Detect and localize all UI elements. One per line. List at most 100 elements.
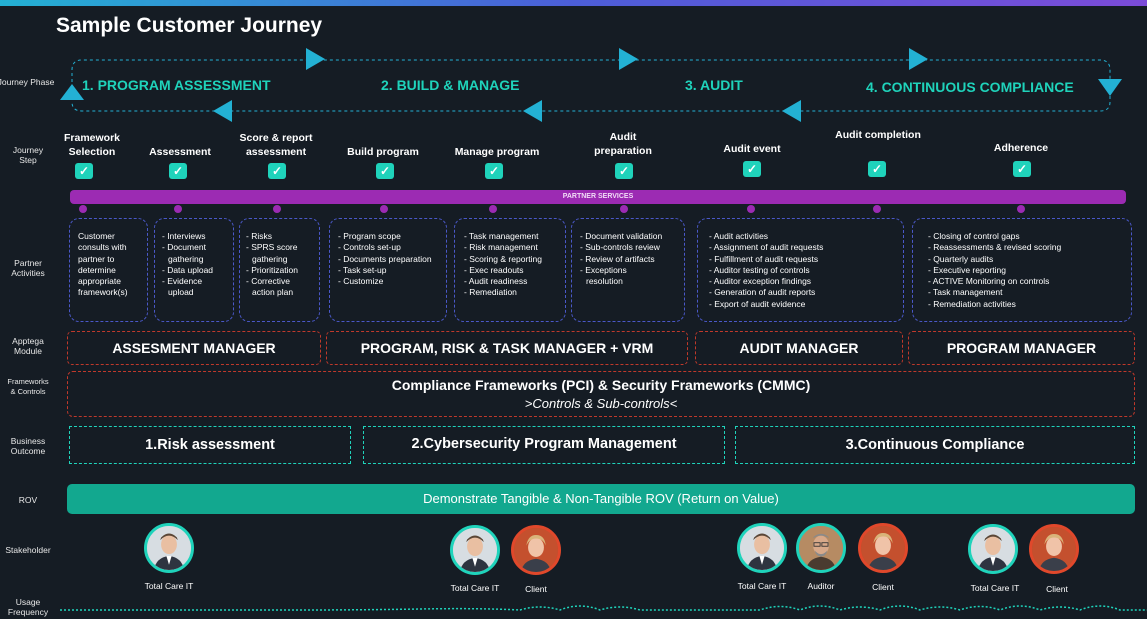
stakeholder-label-client: Client: [872, 582, 894, 592]
activity-line: - Sub-controls review: [580, 242, 660, 253]
activity-line: - Auditor testing of controls: [709, 264, 810, 275]
step-build-program: Build program: [347, 146, 419, 158]
activity-line: - Assignment of audit requests: [709, 242, 824, 253]
stakeholder-label-auditor: Auditor: [807, 581, 835, 591]
check-icon: ✓: [376, 163, 394, 179]
step-label-line1: Framework: [63, 132, 121, 144]
arrow-down-right-icon: [1098, 79, 1122, 96]
check-icon: ✓: [868, 161, 886, 177]
activity-box-build-program: - Program scope - Controls set-up - Docu…: [329, 218, 447, 322]
arrow-left-icon: [213, 100, 232, 122]
activity-line: - Auditor exception findings: [709, 276, 812, 287]
frameworks-box: Compliance Frameworks (PCI) & Security F…: [67, 371, 1135, 417]
phase-program-assessment: 1. PROGRAM ASSESSMENT: [82, 77, 271, 93]
outcome-cybersecurity-program: 2.Cybersecurity Program Management: [363, 426, 725, 464]
connector-pin: [79, 205, 87, 213]
connector-pin: [380, 205, 388, 213]
activity-line: - Document validation: [580, 231, 663, 241]
activity-line: consults with: [78, 242, 127, 253]
module-assessment-manager: ASSESMENT MANAGER: [67, 331, 321, 365]
row-label-journey-step: Journey Step: [0, 145, 56, 165]
activity-line: - Quarterly audits: [928, 253, 994, 264]
step-assessment: Assessment: [149, 146, 211, 158]
check-icon: ✓: [743, 161, 761, 177]
connector-pin: [620, 205, 628, 213]
step-manage-program: Manage program: [454, 146, 540, 158]
avatar-auditor: [796, 523, 846, 573]
activity-line: upload: [168, 287, 194, 298]
activity-line: - Task set-up: [338, 264, 387, 275]
connector-pin: [174, 205, 182, 213]
activity-line: - Documents preparation: [338, 253, 432, 264]
arrow-left-icon: [782, 100, 801, 122]
stakeholder-label-total-care-it: Total Care IT: [737, 581, 787, 591]
connector-pin: [1017, 205, 1025, 213]
row-label-business-outcome-line1: Business: [10, 436, 46, 446]
phase-audit: 3. AUDIT: [685, 77, 743, 93]
frameworks-subtitle: >Controls & Sub-controls<: [524, 396, 678, 411]
row-label-usage-line2: Frequency: [7, 607, 49, 617]
row-label-partner-activities-line1: Partner: [14, 258, 42, 268]
check-icon: ✓: [75, 163, 93, 179]
activity-line: - Task management: [464, 231, 539, 241]
avatar-total-care-it: [450, 525, 500, 575]
activity-line: - Evidence: [162, 276, 203, 287]
activity-line: - Export of audit evidence: [709, 298, 806, 309]
activity-line: - Closing of control gaps: [928, 231, 1020, 241]
activity-line: - Program scope: [338, 231, 401, 241]
rov-bar: Demonstrate Tangible & Non-Tangible ROV …: [67, 484, 1135, 514]
row-label-usage-frequency: Usage Frequency: [0, 597, 56, 617]
activity-line: - Customize: [338, 276, 384, 287]
step-label-line1: Score & report: [239, 132, 313, 144]
connector-pin: [747, 205, 755, 213]
check-icon: ✓: [485, 163, 503, 179]
activity-line: - Scoring & reporting: [464, 253, 542, 264]
activity-line: - Interviews: [162, 231, 206, 241]
arrow-up-left-icon: [60, 84, 84, 100]
activity-line: Customer: [78, 231, 115, 241]
activity-box-assessment: - Interviews - Document gathering - Data…: [154, 218, 234, 322]
activity-line: determine: [78, 264, 116, 275]
module-audit-manager: AUDIT MANAGER: [695, 331, 903, 365]
connector-pin: [273, 205, 281, 213]
activity-line: - Remediation: [464, 287, 517, 298]
outcome-risk-assessment: 1.Risk assessment: [69, 426, 351, 464]
activity-line: - Risk management: [464, 242, 538, 253]
step-audit-completion: Audit completion: [835, 129, 921, 141]
row-label-partner-activities: Partner Activities: [0, 258, 56, 278]
step-label-line2: preparation: [594, 145, 652, 157]
row-label-apptega-module-line1: Apptega: [12, 336, 44, 346]
activity-line: - Document: [162, 242, 206, 253]
row-label-journey-phase: Journey Phase: [0, 77, 55, 87]
activity-line: - ACTIVE Monitoring on controls: [928, 276, 1050, 287]
step-adherence: Adherence: [993, 142, 1049, 154]
activity-line: - Prioritization: [246, 264, 298, 275]
activity-line: - Review of artifacts: [580, 253, 655, 264]
activity-line: - Data upload: [162, 264, 214, 275]
activity-line: - Remediation activities: [928, 298, 1016, 309]
row-label-frameworks-line2: & Controls: [10, 387, 46, 396]
phase-continuous-compliance: 4. CONTINUOUS COMPLIANCE: [866, 79, 1074, 95]
activity-box-manage-program: - Task management - Risk management - Sc…: [454, 218, 566, 322]
avatar-total-care-it: [737, 523, 787, 573]
connector-pin: [489, 205, 497, 213]
check-icon: ✓: [169, 163, 187, 179]
arrow-right-icon: [306, 48, 325, 70]
connector-pin: [873, 205, 881, 213]
activity-line: resolution: [586, 276, 623, 287]
usage-frequency-line: [60, 605, 1147, 611]
phase-build-manage: 2. BUILD & MANAGE: [381, 77, 520, 93]
activity-line: - Audit readiness: [464, 276, 528, 287]
top-gradient-bar: [0, 0, 1147, 6]
row-label-rov: ROV: [18, 495, 38, 505]
partner-services-bar: PARTNER SERVICES: [70, 190, 1126, 204]
check-icon: ✓: [615, 163, 633, 179]
page-title: Sample Customer Journey: [56, 14, 323, 37]
stakeholder-label-total-care-it: Total Care IT: [144, 581, 194, 591]
activity-line: - Corrective: [246, 276, 290, 287]
activity-line: - Controls set-up: [338, 242, 401, 253]
row-label-business-outcome: Business Outcome: [0, 436, 56, 456]
